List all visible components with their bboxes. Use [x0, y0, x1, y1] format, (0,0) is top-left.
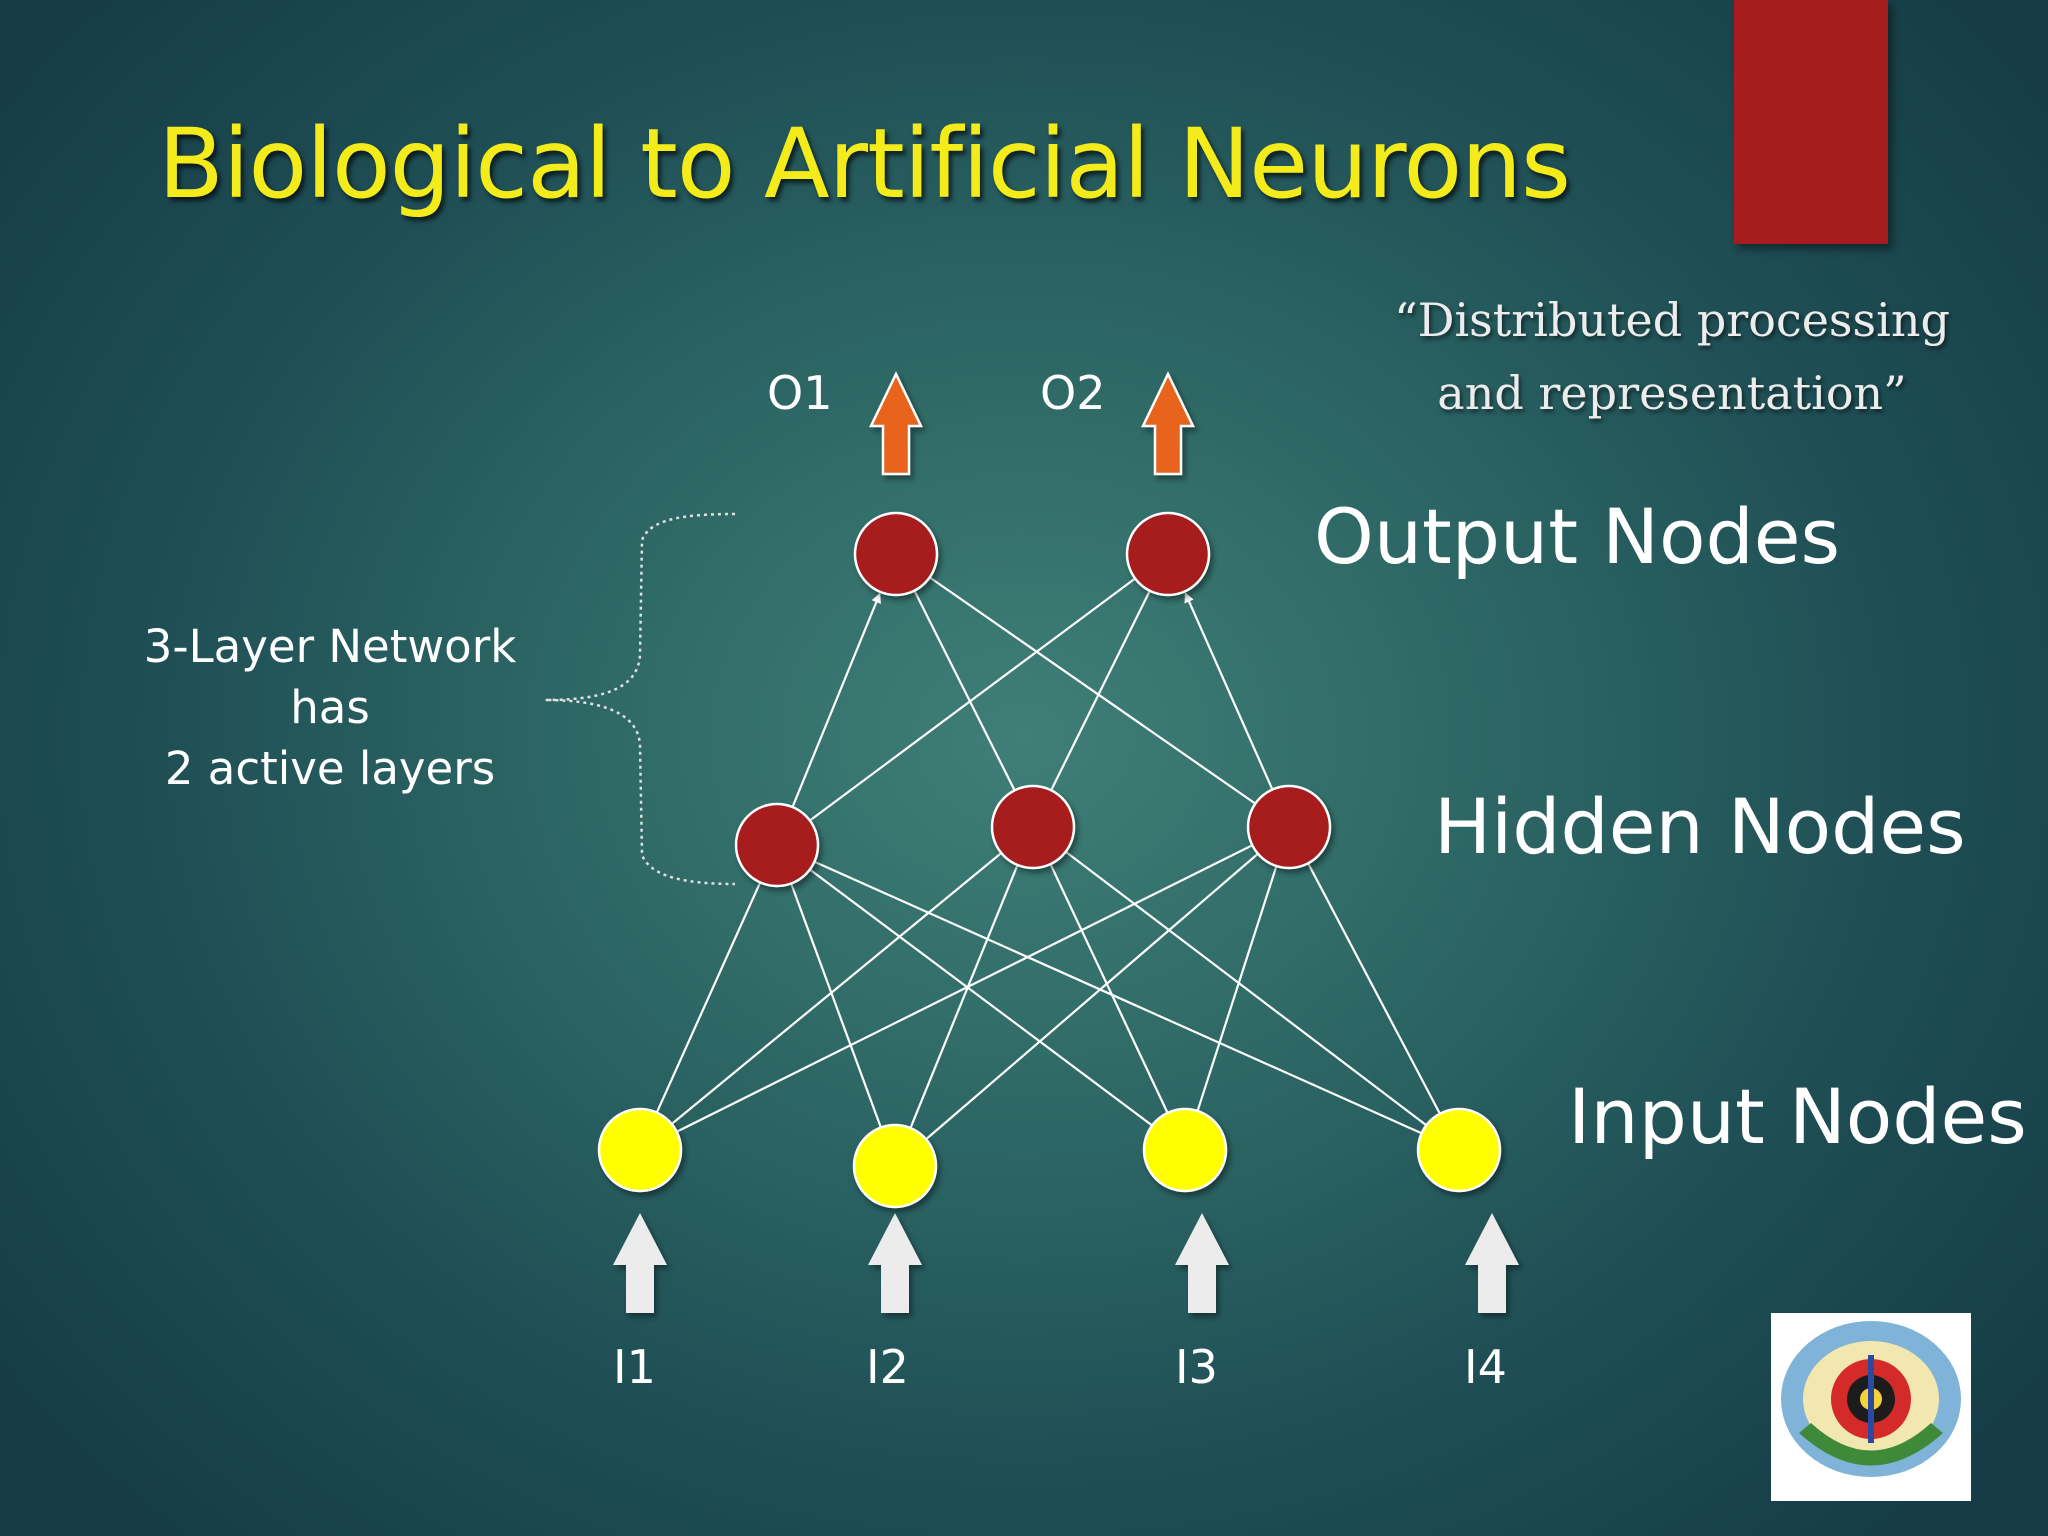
output-arrow-2-icon	[1141, 371, 1195, 476]
network-edges	[655, 576, 1441, 1141]
input-label-i2: I2	[866, 1340, 909, 1394]
output-arrow-1-icon	[869, 371, 923, 476]
edge-input-1-hidden-2	[670, 852, 1003, 1125]
edge-input-3-hidden-2	[1049, 863, 1169, 1114]
input-arrow-4-icon	[1465, 1213, 1519, 1313]
edge-hidden-2-output-2	[1050, 590, 1151, 791]
input-arrow-2-icon	[868, 1213, 922, 1313]
hidden-node-3	[1246, 784, 1332, 870]
io-arrows	[613, 371, 1519, 1313]
edge-input-4-hidden-3	[1307, 862, 1441, 1115]
edge-input-2-hidden-1	[790, 883, 882, 1128]
edge-input-4-hidden-2	[1065, 850, 1427, 1127]
input-label-i4: I4	[1464, 1340, 1507, 1394]
edge-hidden-2-output-1	[913, 590, 1016, 791]
network-nodes	[597, 511, 1502, 1209]
slide-title: Biological to Artificial Neurons	[158, 108, 1571, 220]
hidden-node-1	[734, 802, 820, 888]
edge-hidden-1-output-1	[791, 592, 881, 808]
edge-input-1-hidden-3	[676, 844, 1253, 1133]
institute-logo	[1771, 1313, 1971, 1501]
input-node-4	[1416, 1107, 1502, 1193]
input-arrow-3-icon	[1175, 1213, 1229, 1313]
output-node-2	[1125, 511, 1211, 597]
note-line-1: 3-Layer Network	[143, 620, 517, 673]
input-node-1	[597, 1107, 683, 1193]
layer-note: 3-Layer Network has 2 active layers	[100, 616, 560, 799]
input-label-i3: I3	[1175, 1340, 1218, 1394]
input-node-2	[852, 1123, 938, 1209]
edge-input-2-hidden-2	[909, 864, 1019, 1129]
accent-bar	[1734, 0, 1888, 244]
output-label-o2: O2	[1040, 366, 1106, 420]
institute-emblem-icon	[1781, 1321, 1961, 1493]
quote-line-1: “Distributed processing	[1394, 293, 1950, 347]
edge-input-1-hidden-1	[655, 881, 762, 1114]
quote-text: “Distributed processing and representati…	[1322, 284, 2022, 430]
edge-hidden-1-output-2	[809, 577, 1136, 822]
hidden-node-2	[990, 784, 1076, 870]
input-node-3	[1142, 1107, 1228, 1193]
note-line-3: 2 active layers	[164, 742, 496, 795]
input-nodes-label: Input Nodes	[1568, 1072, 2027, 1161]
output-nodes-label: Output Nodes	[1314, 492, 1841, 581]
hidden-nodes-label: Hidden Nodes	[1434, 782, 1966, 871]
layer-brace	[544, 512, 736, 886]
input-label-i1: I1	[613, 1340, 656, 1394]
edge-input-3-hidden-3	[1196, 865, 1278, 1112]
edge-input-4-hidden-1	[813, 860, 1423, 1135]
output-node-1	[853, 511, 939, 597]
edge-input-3-hidden-1	[809, 868, 1153, 1127]
output-label-o1: O1	[767, 366, 833, 420]
note-line-2: has	[290, 681, 370, 734]
quote-line-2: and representation”	[1437, 366, 1907, 420]
edge-hidden-3-output-2	[1184, 592, 1274, 790]
edge-hidden-3-output-1	[929, 576, 1256, 805]
edge-input-2-hidden-3	[925, 852, 1259, 1141]
input-arrow-1-icon	[613, 1213, 667, 1313]
